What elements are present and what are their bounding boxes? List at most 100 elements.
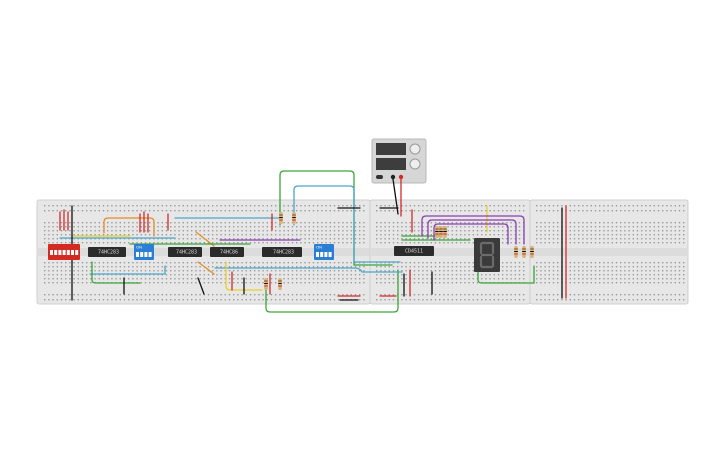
breadboard-hole[interactable] <box>497 294 500 296</box>
breadboard-hole[interactable] <box>149 210 151 212</box>
breadboard-hole[interactable] <box>170 210 172 212</box>
breadboard-hole[interactable] <box>207 210 210 212</box>
breadboard-hole[interactable] <box>506 270 508 272</box>
breadboard-hole[interactable] <box>594 238 597 240</box>
breadboard-hole[interactable] <box>569 238 571 240</box>
breadboard-hole[interactable] <box>107 226 109 228</box>
breadboard-hole[interactable] <box>321 266 323 268</box>
breadboard-hole[interactable] <box>56 266 58 268</box>
breadboard-hole[interactable] <box>502 266 504 268</box>
breadboard-hole[interactable] <box>128 238 130 240</box>
breadboard-hole[interactable] <box>77 270 79 272</box>
breadboard-hole[interactable] <box>237 278 239 280</box>
breadboard-hole[interactable] <box>317 274 319 276</box>
breadboard-hole[interactable] <box>94 205 96 207</box>
breadboard-hole[interactable] <box>270 262 273 264</box>
breadboard-hole[interactable] <box>65 226 67 228</box>
breadboard-hole[interactable] <box>439 210 441 212</box>
breadboard-hole[interactable] <box>413 222 416 224</box>
breadboard-hole[interactable] <box>599 230 601 232</box>
breadboard-hole[interactable] <box>136 262 138 264</box>
breadboard-hole[interactable] <box>430 210 432 212</box>
breadboard-hole[interactable] <box>354 278 357 280</box>
breadboard-hole[interactable] <box>228 230 231 232</box>
breadboard-hole[interactable] <box>312 294 315 296</box>
breadboard-hole[interactable] <box>497 205 500 207</box>
breadboard-hole[interactable] <box>418 230 420 232</box>
breadboard-hole[interactable] <box>405 234 407 236</box>
breadboard-hole[interactable] <box>283 210 285 212</box>
breadboard-hole[interactable] <box>304 210 306 212</box>
breadboard-hole[interactable] <box>632 230 634 232</box>
breadboard-hole[interactable] <box>506 230 508 232</box>
breadboard-hole[interactable] <box>510 270 512 272</box>
breadboard-hole[interactable] <box>636 270 639 272</box>
breadboard-hole[interactable] <box>485 299 487 301</box>
breadboard-hole[interactable] <box>136 278 138 280</box>
breadboard-hole[interactable] <box>275 274 277 276</box>
breadboard-hole[interactable] <box>451 278 453 280</box>
breadboard-hole[interactable] <box>245 210 247 212</box>
breadboard-hole[interactable] <box>544 294 546 296</box>
breadboard-hole[interactable] <box>506 238 508 240</box>
breadboard-hole[interactable] <box>342 205 344 207</box>
breadboard-hole[interactable] <box>683 242 685 244</box>
breadboard-hole[interactable] <box>359 210 361 212</box>
breadboard-hole[interactable] <box>388 262 390 264</box>
breadboard-hole[interactable] <box>56 278 58 280</box>
breadboard-hole[interactable] <box>548 282 550 284</box>
breadboard-hole[interactable] <box>174 294 176 296</box>
breadboard-hole[interactable] <box>624 270 626 272</box>
breadboard-hole[interactable] <box>569 282 571 284</box>
breadboard-hole[interactable] <box>557 299 559 301</box>
breadboard-hole[interactable] <box>578 226 580 228</box>
breadboard-hole[interactable] <box>578 266 580 268</box>
breadboard-hole[interactable] <box>207 270 210 272</box>
breadboard-hole[interactable] <box>228 270 231 272</box>
power-supply-knob-bottom[interactable] <box>409 158 421 170</box>
breadboard-hole[interactable] <box>119 294 121 296</box>
breadboard-hole[interactable] <box>354 222 357 224</box>
breadboard-hole[interactable] <box>544 234 546 236</box>
breadboard-hole[interactable] <box>119 234 121 236</box>
breadboard-hole[interactable] <box>451 210 453 212</box>
breadboard-hole[interactable] <box>413 262 416 264</box>
breadboard-hole[interactable] <box>632 262 634 264</box>
breadboard-hole[interactable] <box>578 210 580 212</box>
breadboard-hole[interactable] <box>174 270 176 272</box>
breadboard-hole[interactable] <box>384 270 386 272</box>
breadboard-hole[interactable] <box>670 294 672 296</box>
breadboard-hole[interactable] <box>405 262 407 264</box>
breadboard-hole[interactable] <box>510 266 512 268</box>
breadboard-hole[interactable] <box>557 262 559 264</box>
breadboard-hole[interactable] <box>451 270 453 272</box>
breadboard-hole[interactable] <box>233 270 235 272</box>
breadboard-hole[interactable] <box>136 299 138 301</box>
breadboard-hole[interactable] <box>599 210 601 212</box>
breadboard-hole[interactable] <box>413 274 416 276</box>
breadboard-hole[interactable] <box>111 274 113 276</box>
breadboard-hole[interactable] <box>170 278 172 280</box>
breadboard-hole[interactable] <box>380 238 382 240</box>
breadboard-hole[interactable] <box>434 262 437 264</box>
breadboard-hole[interactable] <box>582 234 584 236</box>
breadboard-hole[interactable] <box>359 270 361 272</box>
breadboard-hole[interactable] <box>65 238 67 240</box>
breadboard-hole[interactable] <box>426 226 428 228</box>
breadboard-hole[interactable] <box>632 282 634 284</box>
breadboard-hole[interactable] <box>523 262 525 264</box>
breadboard-hole[interactable] <box>426 274 428 276</box>
breadboard-hole[interactable] <box>607 266 609 268</box>
breadboard-hole[interactable] <box>413 278 416 280</box>
breadboard-hole[interactable] <box>624 262 626 264</box>
breadboard-hole[interactable] <box>426 205 428 207</box>
breadboard-hole[interactable] <box>443 299 445 301</box>
breadboard-hole[interactable] <box>329 234 331 236</box>
breadboard-hole[interactable] <box>359 299 361 301</box>
breadboard-hole[interactable] <box>338 299 340 301</box>
breadboard-hole[interactable] <box>497 210 500 212</box>
breadboard-hole[interactable] <box>195 262 197 264</box>
breadboard-hole[interactable] <box>111 294 113 296</box>
breadboard-hole[interactable] <box>502 299 504 301</box>
breadboard-hole[interactable] <box>536 205 538 207</box>
